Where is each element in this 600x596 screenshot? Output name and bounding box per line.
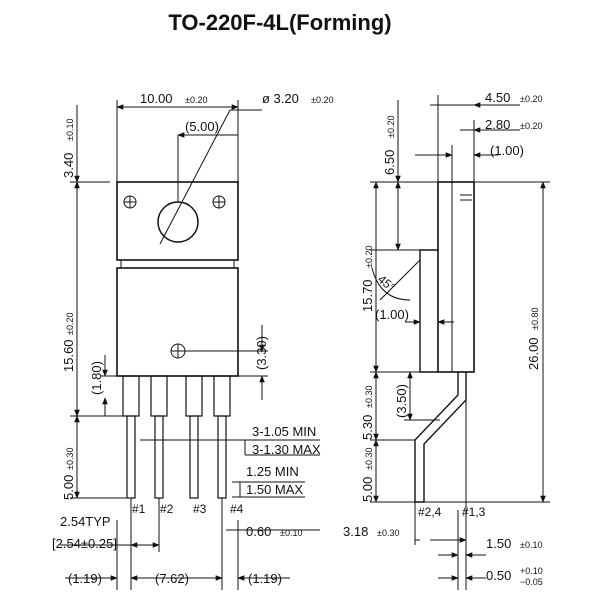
dim-5-30: 5.30 (360, 415, 375, 440)
dim-pitch-mid: (7.62) (155, 571, 189, 586)
pin-2-label: #2 (160, 502, 174, 516)
dim-26-00-tol: ±0.80 (530, 308, 540, 330)
dim-3-18-tol: ±0.30 (377, 528, 399, 538)
package-body (116, 267, 239, 377)
dim-lead-width-max: 3-1.30 MAX (252, 442, 321, 457)
leads (122, 375, 231, 499)
dim-0-50-tol-minus: −0.05 (520, 577, 543, 587)
pins-1-3-label: #1,3 (462, 505, 486, 519)
dim-pitch-left: (1.19) (68, 571, 102, 586)
dim-4-50-tol: ±0.20 (520, 94, 542, 104)
pin-1-label: #1 (132, 502, 146, 516)
dim-3-50: (3.50) (394, 384, 409, 418)
dim-0-50-tol-plus: +0.10 (520, 566, 543, 576)
angle-45: 45° (375, 272, 398, 295)
dim-pitch-typ: 2.54TYP (60, 514, 111, 529)
dim-width: 10.00 (140, 91, 173, 106)
dim-ref-3-30: (3.30) (254, 336, 269, 370)
dim-lead-thickness-tol: ±0.10 (280, 528, 302, 538)
dim-3-18: 3.18 (343, 524, 368, 539)
dim-26-00: 26.00 (526, 337, 541, 370)
dim-2-80-tol: ±0.20 (520, 121, 542, 131)
dim-body-height: 15.60 (61, 339, 76, 372)
pin-3-label: #3 (193, 502, 207, 516)
dim-4-50: 4.50 (485, 90, 510, 105)
side-view (370, 95, 550, 590)
dim-lead-thickness: 0.60 (246, 524, 271, 539)
dim-lead-length: 5.00 (61, 475, 76, 500)
dim-1-00-mid: (1.00) (375, 307, 409, 322)
dim-15-70-tol: ±0.20 (364, 246, 374, 268)
front-view (60, 100, 320, 590)
pins-2-4-label: #2,4 (418, 505, 442, 519)
dim-hole: ø 3.20 (262, 91, 299, 106)
dim-6-50-tol: ±0.20 (386, 116, 396, 138)
diagram-title: TO-220F-4L(Forming) (168, 10, 392, 35)
dim-lead-wide-min: 1.25 MIN (246, 464, 299, 479)
dim-hole-offset: (5.00) (185, 119, 219, 134)
dim-1-50: 1.50 (486, 536, 511, 551)
dim-pitch-ref: [2.54±0.25] (52, 536, 117, 551)
dim-5-30-tol: ±0.30 (364, 386, 374, 408)
pin-4-label: #4 (230, 502, 244, 516)
dim-0-50: 0.50 (486, 568, 511, 583)
dim-lead-length-tol: ±0.30 (65, 448, 75, 470)
side-view-labels: 4.50 ±0.20 2.80 ±0.20 (1.00) 6.50 ±0.20 … (343, 90, 543, 587)
dim-1-00-top: (1.00) (490, 143, 524, 158)
dim-ref-1-80: (1.80) (89, 361, 104, 395)
dim-lead-wide-max: 1.50 MAX (246, 482, 303, 497)
dim-6-50: 6.50 (382, 150, 397, 175)
dim-2-80: 2.80 (485, 117, 510, 132)
dim-pitch-right: (1.19) (248, 571, 282, 586)
dim-width-tol: ±0.20 (185, 95, 207, 105)
dim-top-height-tol: ±0.10 (65, 119, 75, 141)
dim-1-50-tol: ±0.10 (520, 540, 542, 550)
dim-15-70: 15.70 (360, 279, 375, 312)
dim-body-height-tol: ±0.20 (65, 313, 75, 335)
dim-hole-tol: ±0.20 (311, 95, 333, 105)
side-body (437, 181, 475, 373)
dim-top-height: 3.40 (61, 153, 76, 178)
dim-5-00-tol: ±0.30 (364, 448, 374, 470)
front-view-labels: 10.00 ±0.20 ø 3.20 ±0.20 (5.00) 3.40 ±0.… (52, 91, 333, 586)
dim-lead-width-min: 3-1.05 MIN (252, 424, 316, 439)
dim-5-00: 5.00 (360, 477, 375, 502)
